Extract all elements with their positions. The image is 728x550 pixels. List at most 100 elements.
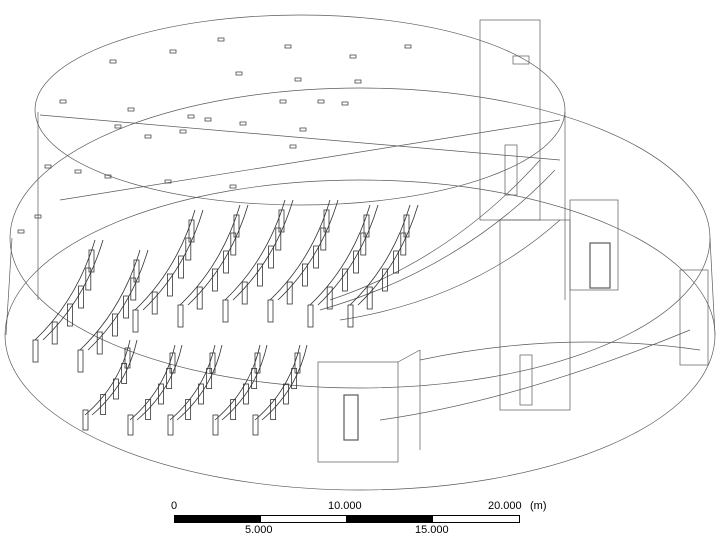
- fixture-post: [77, 349, 84, 373]
- fixture-post: [82, 409, 89, 431]
- fixture-post: [169, 352, 176, 374]
- fixture-post: [360, 232, 367, 256]
- fixture-post: [166, 273, 173, 297]
- scale-tick-5: 5.000: [245, 524, 273, 536]
- cylindrical-tank-wireframe: [4, 14, 716, 491]
- fixture-post: [127, 414, 134, 436]
- fixture-post: [230, 232, 237, 256]
- fixture-post: [32, 339, 39, 363]
- roof-marker: [44, 164, 52, 169]
- ramp-arc-3: [339, 219, 561, 321]
- roof-marker: [341, 101, 349, 106]
- fixture-post: [167, 414, 174, 436]
- roof-marker: [169, 49, 177, 54]
- roof-marker-array: [17, 37, 412, 234]
- side-door: [589, 242, 611, 289]
- curved-fixture-back: [34, 239, 96, 341]
- fixture-post: [185, 399, 192, 420]
- fixture-post: [252, 414, 259, 436]
- fixture-post: [341, 268, 348, 292]
- fixture-post: [403, 214, 410, 238]
- fixture-post: [222, 299, 229, 323]
- fixture-post: [366, 286, 373, 310]
- fixture-post: [166, 368, 173, 389]
- scale-segment-3: [346, 515, 434, 523]
- fixture-post: [100, 394, 107, 415]
- fixture-post: [96, 331, 103, 355]
- curved-fixture-array: [32, 199, 419, 436]
- bottom-ring: [4, 179, 716, 491]
- middle-ring: [9, 87, 711, 389]
- fixture-post: [393, 250, 400, 274]
- roof-marker: [34, 214, 42, 219]
- fixture-post: [158, 383, 164, 405]
- roof-marker: [279, 99, 287, 104]
- far-right-annex: [679, 269, 709, 366]
- curved-fixture-front: [221, 344, 268, 421]
- fixture-post: [198, 383, 204, 405]
- roof-marker: [127, 107, 135, 112]
- fixture-post: [251, 368, 258, 389]
- roof-marker: [104, 174, 112, 179]
- ramp-arc-2: [319, 169, 556, 311]
- fixture-post: [196, 286, 203, 310]
- fixture-post: [88, 249, 95, 273]
- ramp-arc-4: [419, 341, 701, 361]
- outer-right-line: [709, 237, 716, 336]
- front-box: [317, 361, 399, 463]
- roof-marker: [144, 134, 152, 139]
- fixture-post: [326, 286, 333, 310]
- fixture-post: [254, 352, 261, 374]
- roof-marker: [294, 77, 302, 82]
- roof-marker: [217, 37, 225, 42]
- roof-marker: [235, 71, 243, 76]
- scale-tick-20: 20.000: [488, 500, 522, 512]
- scale-segment-1: [174, 515, 262, 523]
- roof-marker: [114, 124, 122, 129]
- curved-fixture-back: [309, 204, 371, 306]
- fixture-post: [230, 399, 237, 420]
- roof-marker: [179, 129, 187, 134]
- fixture-post: [363, 214, 370, 238]
- roof-marker: [317, 99, 325, 104]
- fixture-post: [185, 237, 192, 261]
- right-annex: [569, 199, 619, 291]
- fixture-post: [78, 285, 84, 309]
- fixture-post: [145, 399, 152, 420]
- fixture-post: [400, 232, 407, 256]
- fixture-post: [307, 304, 314, 328]
- curved-fixture-back: [349, 204, 411, 306]
- fixture-post: [353, 250, 360, 274]
- fixture-post: [151, 291, 158, 315]
- fixture-post: [209, 352, 216, 374]
- shaft-door-lower: [519, 354, 533, 406]
- fixture-post: [320, 227, 327, 251]
- roof-marker: [109, 59, 117, 64]
- fixture-post: [268, 245, 275, 269]
- roof-marker: [74, 169, 82, 174]
- fixture-post: [206, 368, 213, 389]
- fixture-post: [67, 303, 73, 327]
- fixture-post: [113, 378, 119, 400]
- curved-fixture-back: [134, 209, 196, 311]
- fixture-post: [130, 277, 137, 301]
- ramp-arc-5: [379, 329, 691, 421]
- scale-tick-10: 10.000: [328, 500, 362, 512]
- fixture-post: [283, 383, 289, 405]
- fixture-post: [278, 209, 285, 233]
- fixture-post: [347, 304, 354, 328]
- curved-fixture-front: [176, 344, 223, 421]
- roof-marker: [164, 179, 172, 184]
- curved-fixture-front: [136, 344, 183, 421]
- fixture-post: [275, 227, 282, 251]
- ramp-arc-1: [329, 159, 541, 301]
- fixture-post: [188, 219, 195, 243]
- roof-marker: [349, 54, 357, 59]
- fixture-post: [132, 309, 139, 333]
- fixture-post: [233, 214, 240, 238]
- scale-segment-2: [260, 515, 348, 523]
- roof-marker: [229, 184, 237, 189]
- roof-marker: [59, 99, 67, 104]
- shaft-door-upper: [504, 144, 518, 196]
